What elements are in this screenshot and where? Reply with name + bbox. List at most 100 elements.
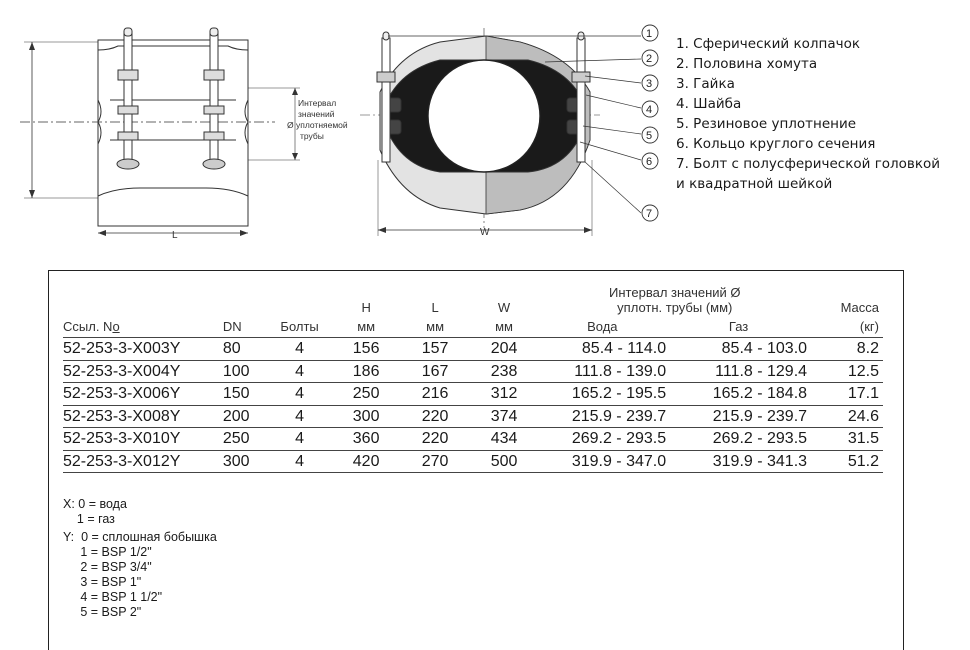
dim-l-label: L (172, 230, 178, 241)
callout-2: 2 (646, 53, 652, 65)
legend-item: 6. Кольцо круглого сечения (676, 136, 876, 152)
table-cell: 250 (331, 382, 401, 405)
table-cell: 111.8 - 129.4 (670, 359, 812, 383)
table-cell: 4 (267, 337, 332, 360)
note-line: 4 = BSP 1 1/2" (63, 590, 163, 604)
table-cell: 31.5 (811, 427, 883, 450)
spec-table: H L W Интервал значений Ø уплотн. трубы … (63, 285, 883, 473)
table-cell: 300 (331, 404, 401, 428)
header-interval-line1: Интервал значений Ø (609, 285, 741, 300)
legend-item: 2. Половина хомута (676, 56, 818, 72)
callout-6: 6 (646, 156, 652, 168)
table-cell: 216 (400, 382, 470, 405)
callout-5: 5 (646, 130, 652, 142)
table-cell: 165.2 - 195.5 (538, 382, 671, 405)
table-cell: 100 (210, 359, 268, 383)
table-cell: 319.9 - 341.3 (670, 449, 812, 473)
table-cell: 300 (210, 449, 268, 473)
note-line: 1 = BSP 1/2" (63, 545, 152, 559)
bolt-left (116, 27, 140, 170)
side-view-drawing (20, 27, 300, 236)
bolt-right (202, 27, 226, 170)
legend-item: 4. Шайба (676, 96, 742, 112)
header-interval: Интервал значений Ø уплотн. трубы (мм) (539, 285, 812, 319)
header-ref-suffix: o (112, 319, 120, 334)
header-interval-line2: уплотн. трубы (мм) (617, 300, 733, 315)
interval-label-line3: Ø уплотняемой (287, 120, 348, 130)
table-cell: 204 (469, 337, 539, 360)
table-cell: 4 (267, 382, 332, 405)
dim-w-label: W (480, 227, 490, 238)
table-cell: 270 (400, 449, 470, 473)
table-cell: 4 (267, 427, 332, 450)
header-dn: DN (222, 319, 242, 334)
header-h-unit: мм (357, 319, 376, 334)
table-cell: 215.9 - 239.7 (670, 404, 812, 428)
header-mass-unit: (кг) (859, 319, 879, 334)
front-view-drawing (360, 28, 600, 228)
table-header-row-top: H L W Интервал значений Ø уплотн. трубы … (63, 285, 883, 319)
table-cell: 157 (400, 337, 470, 360)
table-cell: 374 (469, 404, 539, 428)
callout-leaders (388, 35, 642, 214)
callout-3: 3 (646, 78, 652, 90)
note-line: X: 0 = вода (63, 497, 127, 511)
table-cell: 52-253-3-X008Y (63, 404, 211, 428)
table-cell: 220 (400, 427, 470, 450)
header-ref-prefix: Ссыл. N (63, 319, 113, 334)
header-h: H (361, 300, 371, 315)
interval-label-line4: трубы (300, 131, 324, 141)
table-cell: 111.8 - 139.0 (538, 359, 671, 383)
header-w-unit: мм (495, 319, 513, 334)
table-cell: 238 (469, 359, 539, 383)
note-x: X: 0 = вода 1 = газ (63, 497, 217, 527)
legend-item: и квадратной шейкой (676, 176, 833, 192)
table-cell: 186 (331, 359, 401, 383)
table-cell: 17.1 (811, 382, 883, 405)
table-cell: 360 (331, 427, 401, 450)
table-cell: 150 (210, 382, 268, 405)
table-cell: 434 (469, 427, 539, 450)
table-cell: 12.5 (811, 359, 883, 383)
interval-label-line2: значений (298, 109, 335, 119)
interval-label-line1: Интервал (298, 98, 336, 108)
table-cell: 4 (267, 404, 332, 428)
legend-item: 7. Болт с полусферической головкой (676, 156, 941, 172)
callout-7: 7 (646, 208, 652, 220)
note-line: Y: 0 = сплошная бобышка (63, 530, 217, 544)
header-l-unit: мм (426, 319, 445, 334)
note-line: 3 = BSP 1" (63, 575, 142, 589)
table-header-row: Ссыл. No DN Болты мм мм мм Вода Газ (кг) (63, 319, 883, 338)
table-cell: 52-253-3-X012Y (63, 449, 211, 473)
table-cell: 167 (400, 359, 470, 383)
header-water: Вода (587, 319, 618, 334)
legend-item: 1. Сферический колпачок (676, 36, 861, 52)
notes: X: 0 = вода 1 = газ Y: 0 = сплошная бобы… (63, 497, 217, 623)
table-cell: 269.2 - 293.5 (538, 427, 671, 450)
table-cell: 165.2 - 184.8 (670, 382, 812, 405)
callout-1: 1 (646, 28, 652, 40)
table-cell: 51.2 (811, 449, 883, 473)
table-cell: 312 (469, 382, 539, 405)
w-dimension (377, 160, 593, 236)
spec-table-box: H L W Интервал значений Ø уплотн. трубы … (48, 270, 904, 650)
table-cell: 85.4 - 114.0 (538, 337, 671, 360)
table-cell: 8.2 (811, 337, 883, 360)
table-cell: 200 (210, 404, 268, 428)
table-cell: 269.2 - 293.5 (670, 427, 812, 450)
table-cell: 4 (267, 359, 332, 383)
table-cell: 52-253-3-X006Y (63, 382, 211, 405)
note-line: 5 = BSP 2" (63, 605, 142, 619)
table-cell: 85.4 - 103.0 (670, 337, 812, 360)
table-cell: 250 (210, 427, 268, 450)
table-cell: 24.6 (811, 404, 883, 428)
legend-item: 3. Гайка (676, 76, 735, 92)
header-bolts: Болты (280, 319, 319, 334)
